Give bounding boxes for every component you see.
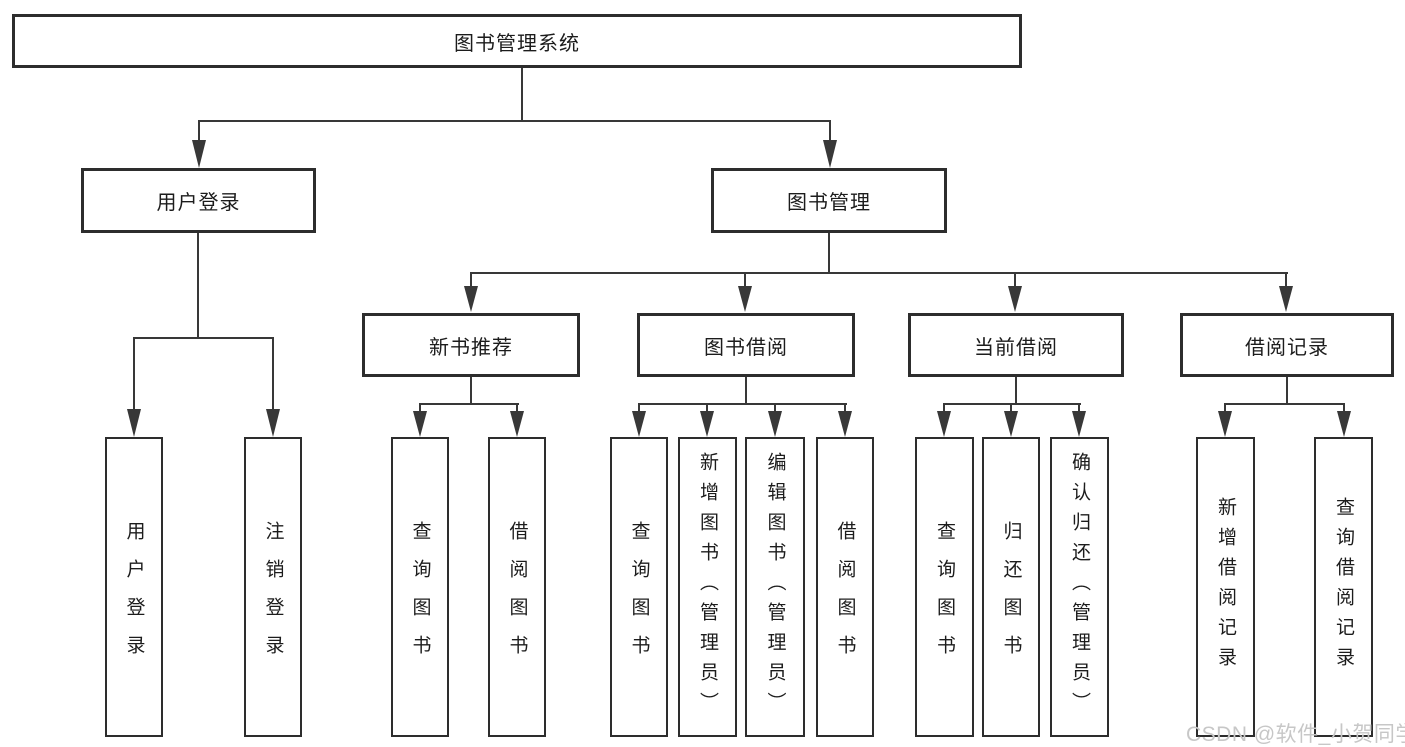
leaf-label: 查询图书	[628, 520, 650, 673]
connector-line	[774, 403, 776, 415]
leaf-current-confirm-return-admin: 确认归还（管理员）	[1050, 437, 1109, 737]
connector-arrow	[413, 411, 427, 437]
connector-line	[828, 233, 830, 274]
node-label: 图书管理系统	[454, 32, 580, 55]
connector-line	[1015, 377, 1017, 405]
connector-arrow	[1008, 286, 1022, 312]
connector-line	[198, 120, 831, 122]
node-label: 新书推荐	[429, 336, 513, 359]
leaf-records-add-borrow-record: 新增借阅记录	[1196, 437, 1255, 737]
leaf-label: 编辑图书（管理员）	[764, 452, 786, 722]
connector-line	[744, 272, 746, 288]
node-library-system: 图书管理系统	[12, 14, 1022, 68]
leaf-bookborrow-add-books-admin: 新增图书（管理员）	[678, 437, 737, 737]
leaf-records-query-borrow-record: 查询借阅记录	[1314, 437, 1373, 737]
connector-arrow	[823, 140, 837, 168]
connector-line	[470, 272, 472, 288]
leaf-label: 用户登录	[123, 520, 145, 673]
leaf-label: 确认归还（管理员）	[1069, 452, 1090, 722]
leaf-newbooks-borrow-books: 借阅图书	[488, 437, 546, 737]
connector-line	[133, 337, 274, 339]
connector-arrow	[1337, 411, 1351, 437]
node-current-borrow: 当前借阅	[908, 313, 1124, 377]
leaf-label: 查询借阅记录	[1333, 497, 1354, 677]
connector-line	[638, 403, 640, 415]
connector-line	[272, 337, 274, 413]
connector-line	[1286, 377, 1288, 405]
connector-line	[943, 403, 945, 415]
leaf-current-query-books: 查询图书	[915, 437, 974, 737]
connector-line	[844, 403, 846, 415]
leaf-bookborrow-borrow-books: 借阅图书	[816, 437, 874, 737]
connector-arrow	[632, 411, 646, 437]
leaf-label: 查询图书	[934, 520, 955, 673]
csdn-watermark: CSDN @软件_小贺同学	[1186, 723, 1405, 746]
node-borrow-records: 借阅记录	[1180, 313, 1394, 377]
connector-arrow	[700, 411, 714, 437]
connector-arrow	[464, 286, 478, 312]
connector-arrow	[1218, 411, 1232, 437]
connector-line	[133, 337, 135, 413]
connector-arrow	[510, 411, 524, 437]
connector-line	[706, 403, 708, 415]
connector-arrow	[266, 409, 280, 437]
node-label: 用户登录	[156, 192, 241, 214]
connector-arrow	[738, 286, 752, 312]
node-label: 当前借阅	[974, 336, 1058, 359]
node-label: 图书借阅	[704, 336, 788, 359]
leaf-current-return-books: 归还图书	[982, 437, 1040, 737]
connector-arrow	[1279, 286, 1293, 312]
leaf-label: 借阅图书	[506, 520, 528, 673]
connector-arrow	[1004, 411, 1018, 437]
connector-line	[1224, 403, 1345, 405]
connector-line	[1078, 403, 1080, 415]
connector-line	[1010, 403, 1012, 415]
connector-line	[419, 403, 519, 405]
node-book-management: 图书管理	[711, 168, 947, 233]
node-new-book-recommend: 新书推荐	[362, 313, 580, 377]
leaf-bookborrow-edit-books-admin: 编辑图书（管理员）	[745, 437, 805, 737]
connector-line	[829, 120, 831, 144]
connector-line	[470, 377, 472, 405]
connector-arrow	[1072, 411, 1086, 437]
connector-line	[197, 233, 199, 339]
connector-line	[1285, 272, 1287, 288]
connector-arrow	[127, 409, 141, 437]
connector-line	[516, 403, 518, 415]
connector-line	[943, 403, 1081, 405]
leaf-logout: 注销登录	[244, 437, 302, 737]
connector-line	[521, 68, 523, 122]
connector-line	[638, 403, 847, 405]
leaf-label: 注销登录	[262, 520, 284, 673]
leaf-label: 新增图书（管理员）	[697, 452, 718, 722]
connector-arrow	[768, 411, 782, 437]
node-book-borrow: 图书借阅	[637, 313, 855, 377]
leaf-label: 查询图书	[409, 520, 431, 673]
connector-line	[198, 120, 200, 144]
leaf-label: 借阅图书	[834, 520, 856, 673]
leaf-user-login: 用户登录	[105, 437, 163, 737]
connector-arrow	[192, 140, 206, 168]
connector-line	[745, 377, 747, 405]
leaf-newbooks-query-books: 查询图书	[391, 437, 449, 737]
node-user-login: 用户登录	[81, 168, 316, 233]
leaf-label: 归还图书	[1000, 520, 1022, 673]
connector-line	[1014, 272, 1016, 288]
connector-arrow	[838, 411, 852, 437]
node-label: 借阅记录	[1245, 336, 1329, 359]
leaf-label: 新增借阅记录	[1215, 497, 1236, 677]
leaf-bookborrow-query-books: 查询图书	[610, 437, 668, 737]
connector-line	[419, 403, 421, 415]
connector-line	[1224, 403, 1226, 415]
connector-line	[1343, 403, 1345, 415]
connector-line	[470, 272, 1288, 274]
connector-arrow	[937, 411, 951, 437]
node-label: 图书管理	[787, 192, 871, 214]
